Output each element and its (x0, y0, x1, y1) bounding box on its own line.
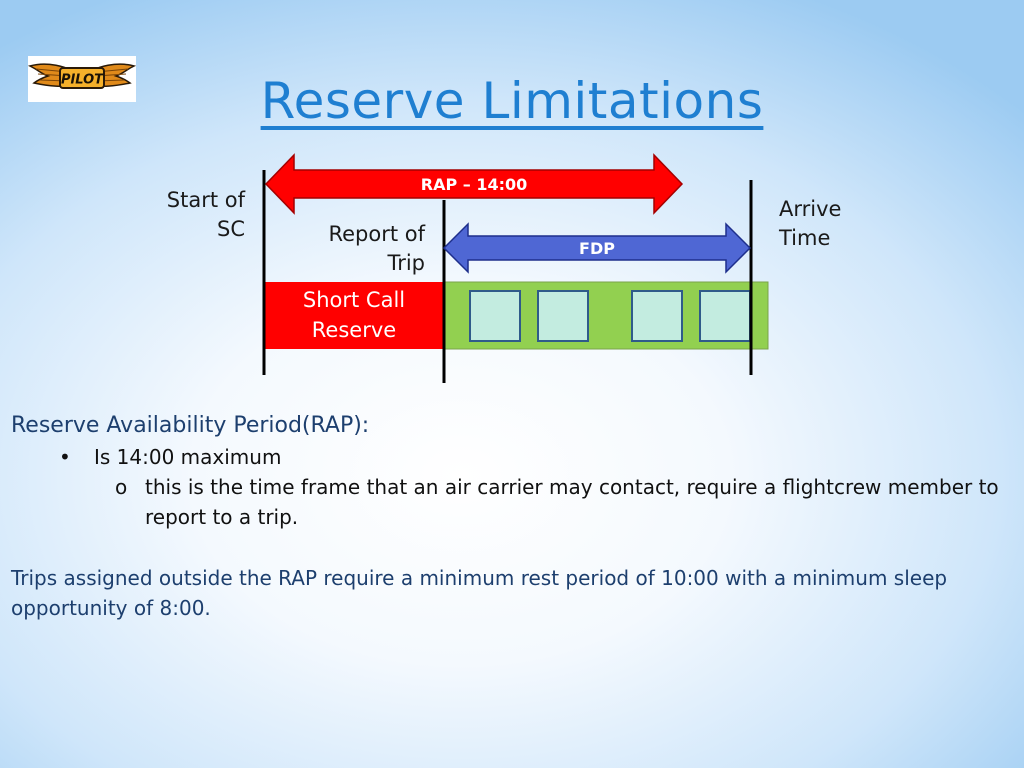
short-call-reserve-block (264, 282, 444, 349)
rap-label: RAP – 14:00 (421, 175, 528, 194)
reserve-timeline-diagram: RAP – 14:00 FDP Start of SC Report of Tr… (166, 153, 842, 383)
fdp-label: FDP (579, 239, 615, 258)
sub-bullet-text: this is the time frame that an air carri… (145, 475, 999, 529)
logo-text: PILOT (61, 73, 104, 88)
flight-leg (469, 290, 521, 342)
arrive-time-label: Arrive Time (779, 197, 842, 250)
short-call-reserve-label: Short Call Reserve (302, 288, 406, 342)
page-title: Reserve Limitations (260, 72, 764, 130)
report-of-trip-label: Report of Trip (328, 222, 425, 275)
flight-leg (631, 290, 683, 342)
fdp-arrow (442, 222, 752, 274)
rap-arrow (264, 153, 684, 215)
rest-period-paragraph: Trips assigned outside the RAP require a… (11, 566, 948, 620)
rap-description: Reserve Availability Period(RAP): • Is 1… (11, 410, 1021, 620)
rap-heading: Reserve Availability Period(RAP): (11, 413, 370, 438)
start-of-sc-label: Start of SC (166, 188, 245, 241)
flight-leg (537, 290, 589, 342)
pilot-logo: PILOT (28, 56, 136, 102)
flight-leg (699, 290, 751, 342)
bullet-mark: • (59, 445, 71, 469)
sub-bullet-mark: o (115, 475, 128, 499)
bullet-text: Is 14:00 maximum (94, 445, 282, 469)
